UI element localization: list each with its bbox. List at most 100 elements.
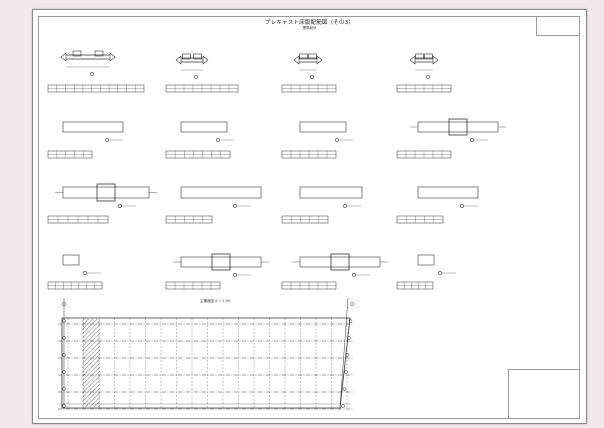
drawing-title: プレキャスト床版配筋図（その3） (264, 20, 355, 26)
rebar-schedule-table (281, 150, 337, 159)
coupler-left (72, 50, 82, 57)
coupler-left (299, 53, 308, 60)
grid-bubble-right (341, 404, 345, 408)
grid-bubble-left (62, 319, 66, 323)
slab-section (292, 253, 388, 277)
slab-section (62, 254, 101, 275)
drawing-border (38, 16, 580, 419)
slab-outline (417, 254, 435, 266)
joint-box (330, 253, 350, 271)
connector-end-right (316, 55, 323, 65)
slab-outline (180, 121, 228, 133)
grid-bubble-left (62, 404, 66, 408)
slab-outline (180, 256, 262, 268)
coupler-right (94, 50, 104, 57)
slab-outline (417, 121, 499, 133)
plan-dimension-right (339, 297, 349, 409)
coupler-left (182, 53, 191, 60)
coupler-left (415, 53, 424, 60)
slab-outline (299, 186, 363, 199)
hatched-zone (82, 319, 100, 407)
drawing-sheet: プレキャスト床版配筋図（その3） 標準設計 主構造図 S = 1:50 (32, 9, 587, 424)
callout-marker (233, 273, 237, 277)
grid-bubble-left (62, 370, 66, 374)
callout-marker (105, 138, 109, 142)
slab-section (417, 254, 456, 275)
slab-outline (180, 186, 262, 199)
rebar-schedule-table (396, 281, 434, 290)
slab-section (180, 121, 234, 142)
rebar-schedule-table (165, 84, 239, 93)
callout-marker (233, 204, 237, 208)
drawing-subtitle: 標準設計 (302, 26, 317, 30)
grid-bubble-right (350, 302, 354, 306)
grid-bubble-right (342, 387, 347, 391)
callout-marker (438, 271, 442, 275)
callout-marker (118, 204, 122, 208)
slab-section (299, 121, 353, 142)
rebar-schedule-table (47, 215, 109, 224)
rebar-schedule-table (47, 281, 103, 290)
plan-outline (61, 317, 351, 409)
connector-end-left (60, 52, 67, 62)
joint-box (211, 253, 231, 271)
slab-section (417, 186, 479, 208)
rebar-schedule-table (281, 281, 337, 290)
title-block-bottom (508, 369, 579, 418)
callout-marker (310, 75, 314, 79)
callout-marker (83, 271, 87, 275)
callout-marker (90, 72, 94, 76)
rebar-schedule-table (165, 215, 213, 224)
slab-section (180, 186, 262, 208)
grid-bubble-left (62, 336, 66, 340)
rebar-schedule-table (281, 215, 329, 224)
callout-marker (426, 75, 430, 79)
slab-outline (62, 254, 80, 266)
slab-section (299, 186, 363, 208)
joint-box (96, 183, 116, 202)
slab-section (55, 183, 157, 208)
coupler-right (424, 53, 433, 60)
grid-bubble-left (62, 387, 66, 391)
rebar-schedule-table (165, 150, 231, 159)
connector-detail (60, 50, 116, 76)
plan-scale-label: 主構造図 S = 1:50 (200, 299, 231, 303)
rebar-schedule-table (396, 150, 452, 159)
callout-marker (460, 204, 464, 208)
connector-end-left (409, 55, 416, 65)
connector-end-right (202, 55, 209, 65)
connector-detail (175, 53, 209, 79)
grid-bubble-left (62, 302, 66, 306)
grid-bubble-left (62, 353, 66, 357)
coupler-right (193, 53, 202, 60)
rebar-schedule-table (281, 84, 337, 93)
callout-marker (343, 204, 347, 208)
grid-bubble-right (344, 370, 348, 374)
connector-end-left (175, 55, 182, 65)
grid-bubble-right (345, 353, 350, 357)
rebar-schedule-table (47, 84, 145, 93)
callout-marker (470, 138, 474, 142)
rebar-schedule-table (396, 84, 452, 93)
rebar-schedule-table (47, 150, 93, 159)
slab-outline (62, 121, 124, 133)
connector-end-right (432, 55, 439, 65)
slab-outline (62, 186, 150, 199)
slab-outline (299, 121, 347, 133)
callout-marker (194, 75, 198, 79)
connector-detail (409, 53, 439, 79)
connector-end-left (293, 55, 300, 65)
rebar-schedule-table (165, 281, 221, 290)
coupler-right (308, 53, 317, 60)
callout-marker (335, 138, 339, 142)
grid-bubble-right (347, 336, 351, 340)
connector-end-right (109, 52, 116, 62)
connector-detail (293, 53, 323, 79)
rebar-schedule-table (396, 215, 444, 224)
grid-bubble-right (348, 319, 353, 323)
slab-outline (299, 256, 381, 268)
slab-section (173, 253, 269, 277)
callout-marker (216, 138, 220, 142)
callout-marker (352, 273, 356, 277)
